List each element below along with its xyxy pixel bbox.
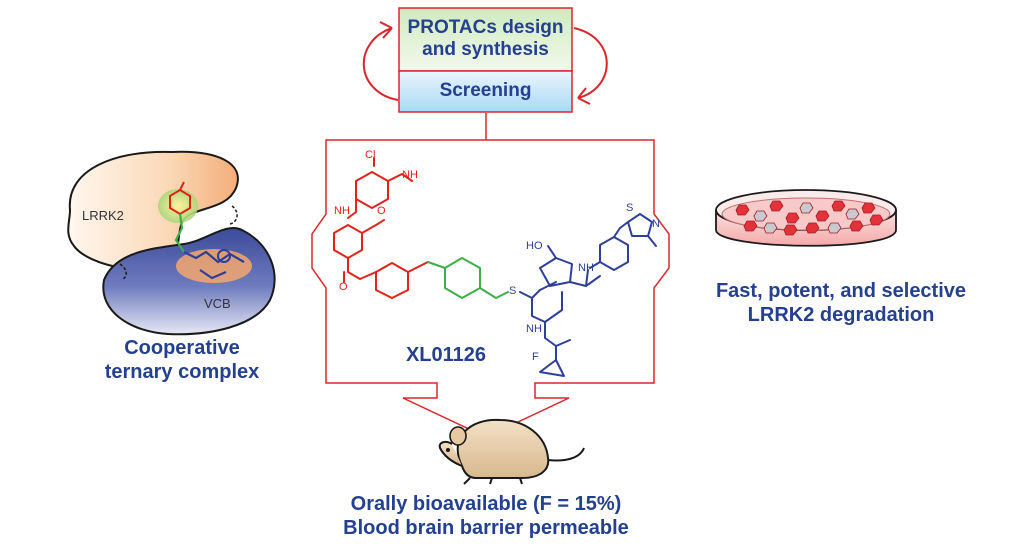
vcb-label: VCB [204, 296, 231, 311]
left-caption-line2: ternary complex [104, 361, 260, 383]
cycle-arrow-left [362, 27, 399, 101]
design-label-line2: and synthesis [422, 39, 549, 60]
cell-mark [743, 220, 758, 232]
mouse-illustration [438, 418, 585, 485]
design-label-line1: PROTACs design [407, 17, 564, 38]
atom-f: F [532, 351, 539, 363]
atom-o-carbonyl: O [339, 281, 348, 293]
bottom-caption: Orally bioavailable (F = 15%) Blood brai… [306, 492, 666, 540]
atom-nh-methyl: NH [402, 169, 418, 181]
cell-cluster [735, 200, 884, 236]
atom-cl: Cl [365, 149, 376, 161]
central-frame [311, 113, 670, 438]
cell-mark [861, 202, 876, 214]
cell-mark [815, 210, 830, 222]
atom-s-thiazole: S [626, 202, 634, 214]
compound-name: XL01126 [405, 344, 487, 366]
atom-nh-lower: NH [526, 323, 542, 335]
cell-mark [769, 200, 784, 212]
atom-ho: HO [526, 240, 543, 252]
atom-nh-link: NH [334, 205, 350, 217]
right-caption: Fast, potent, and selective LRRK2 degrad… [676, 279, 1006, 327]
atom-s-thioether: S [509, 285, 517, 297]
ternary-complex-illustration [67, 150, 276, 336]
cell-mark [845, 208, 860, 220]
cell-mark [827, 222, 842, 234]
screening-label: Screening [439, 80, 532, 101]
linker [427, 257, 509, 299]
molecule-xl01126 [333, 157, 657, 377]
cell-mark [763, 222, 778, 234]
binding-pocket [158, 189, 198, 223]
atom-n-thiazole: N [652, 218, 660, 230]
cell-mark [869, 214, 884, 226]
cell-mark [799, 202, 814, 214]
cycle-arrow-right [573, 27, 608, 99]
atom-nh-amide: NH [578, 262, 594, 274]
frame-arrows [311, 139, 670, 438]
lrrk2-label: LRRK2 [82, 208, 124, 223]
bottom-caption-line1: Orally bioavailable (F = 15%) [350, 493, 622, 515]
atom-o-methoxy: O [377, 205, 386, 217]
lrrk2-ligand [333, 157, 429, 299]
cell-mark [785, 212, 800, 224]
vhl-ligand [519, 213, 657, 377]
design-box [398, 7, 573, 72]
design-cycle [362, 7, 608, 113]
cell-mark [753, 210, 768, 222]
cell-mark [831, 200, 846, 212]
cell-mark [805, 222, 820, 234]
design-synthesis-label: PROTACs design and synthesis [399, 17, 572, 61]
left-caption-line1: Cooperative [124, 337, 240, 359]
petri-dish-illustration [715, 189, 897, 247]
cell-mark [783, 224, 798, 236]
left-caption: Cooperative ternary complex [82, 336, 282, 384]
right-caption-line1: Fast, potent, and selective [715, 280, 967, 302]
screening-box [398, 70, 573, 113]
right-caption-line2: LRRK2 degradation [747, 304, 935, 326]
cell-mark [849, 220, 864, 232]
cell-mark [735, 204, 750, 216]
bottom-caption-line2: Blood brain barrier permeable [343, 517, 629, 539]
